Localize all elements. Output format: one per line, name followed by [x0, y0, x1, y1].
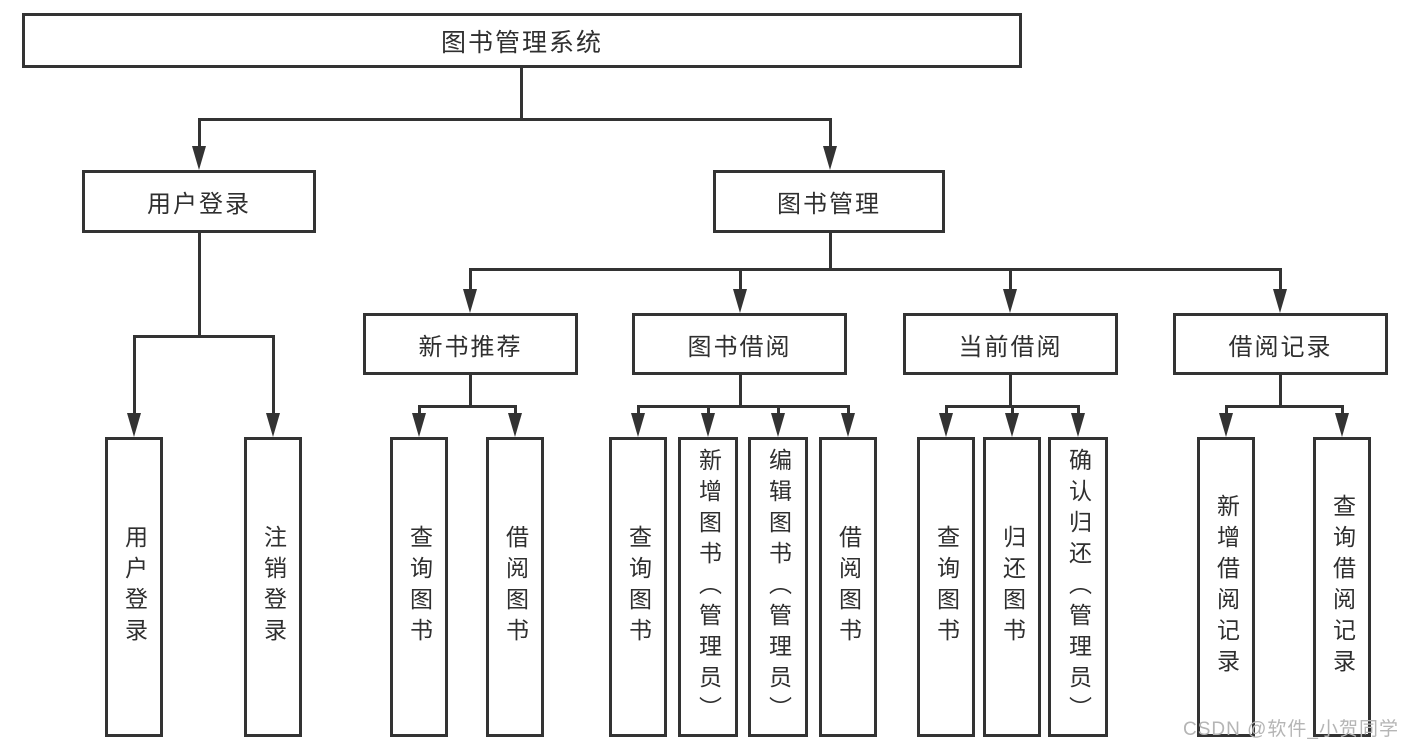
- node-new-book-recommend: 新书推荐: [363, 313, 578, 375]
- leaf-add-borrow-record: 新增借阅记录: [1197, 437, 1255, 737]
- arrowhead-icon: [771, 413, 785, 437]
- leaf-borrow-books: 借阅图书: [819, 437, 877, 737]
- leaf-label: 查询图书: [625, 525, 652, 649]
- leaf-query-borrow-record: 查询借阅记录: [1313, 437, 1371, 737]
- arrowhead-icon: [841, 413, 855, 437]
- leaf-label: 注销登录: [260, 525, 287, 649]
- node-user-login-label: 用户登录: [147, 191, 251, 218]
- connector-records-stem: [1279, 375, 1282, 408]
- node-book-management: 图书管理: [713, 170, 945, 233]
- arrowhead-icon: [127, 413, 141, 437]
- arrowhead-icon: [1005, 413, 1019, 437]
- arrowhead-icon: [508, 413, 522, 437]
- leaf-logout: 注销登录: [244, 437, 302, 737]
- node-root: 图书管理系统: [22, 13, 1022, 68]
- connector-current-stem: [1009, 375, 1012, 408]
- leaf-current-query-books: 查询图书: [917, 437, 975, 737]
- watermark: CSDN @软件_小贺同学: [1183, 719, 1399, 740]
- connector-drop-current: [1009, 268, 1012, 292]
- connector-recommend-rail: [418, 405, 517, 408]
- connector-borrow-stem: [739, 375, 742, 408]
- arrowhead-icon: [266, 413, 280, 437]
- arrowhead-icon: [412, 413, 426, 437]
- leaf-label: 新增借阅记录: [1213, 494, 1240, 680]
- connector-management-rail: [469, 268, 1282, 271]
- arrowhead-icon: [1273, 289, 1287, 313]
- leaf-label: 查询图书: [933, 525, 960, 649]
- leaf-edit-book-admin: 编辑图书（管理员）: [748, 437, 808, 737]
- leaf-add-book-admin: 新增图书（管理员）: [678, 437, 738, 737]
- connector-drop-leaf: [847, 405, 850, 415]
- arrowhead-icon: [733, 289, 747, 313]
- node-book-borrow: 图书借阅: [632, 313, 847, 375]
- connector-drop-leaf: [1341, 405, 1344, 415]
- connector-root-rail: [198, 118, 831, 121]
- connector-records-rail: [1225, 405, 1344, 408]
- arrowhead-icon: [631, 413, 645, 437]
- leaf-label: 借阅图书: [502, 525, 529, 649]
- arrowhead-icon: [823, 146, 837, 170]
- node-current-borrow: 当前借阅: [903, 313, 1118, 375]
- connector-drop-recommend: [469, 268, 472, 292]
- leaf-label: 归还图书: [999, 525, 1026, 649]
- arrowhead-icon: [1071, 413, 1085, 437]
- connector-drop-leaf: [777, 405, 780, 415]
- connector-root-stem: [520, 68, 523, 120]
- node-book-management-label: 图书管理: [777, 191, 881, 218]
- connector-login-stem: [198, 233, 201, 337]
- node-new-book-recommend-label: 新书推荐: [418, 333, 523, 361]
- connector-recommend-stem: [469, 375, 472, 408]
- connector-drop-borrow: [739, 268, 742, 292]
- arrowhead-icon: [1335, 413, 1349, 437]
- connector-drop-leaf: [637, 405, 640, 415]
- connector-drop-login: [198, 118, 201, 148]
- node-borrow-records-label: 借阅记录: [1228, 333, 1333, 361]
- leaf-confirm-return-admin: 确认归还（管理员）: [1048, 437, 1108, 737]
- leaf-label: 借阅图书: [835, 525, 862, 649]
- connector-drop-management: [829, 118, 832, 148]
- connector-drop-records: [1279, 268, 1282, 292]
- leaf-user-login: 用户登录: [105, 437, 163, 737]
- leaf-borrow-query-books: 查询图书: [609, 437, 667, 737]
- connector-management-stem: [829, 233, 832, 271]
- node-book-borrow-label: 图书借阅: [687, 333, 792, 361]
- node-borrow-records: 借阅记录: [1173, 313, 1388, 375]
- connector-drop-leaf: [514, 405, 517, 415]
- arrowhead-icon: [463, 289, 477, 313]
- leaf-label: 新增图书（管理员）: [695, 447, 722, 727]
- leaf-label: 查询图书: [406, 525, 433, 649]
- connector-borrow-rail: [637, 405, 850, 408]
- connector-drop-leaf: [1225, 405, 1228, 415]
- node-root-label: 图书管理系统: [440, 28, 603, 57]
- connector-drop-leaf: [707, 405, 710, 415]
- node-current-borrow-label: 当前借阅: [958, 333, 1063, 361]
- connector-drop-leaf: [133, 335, 136, 415]
- connector-drop-leaf: [1011, 405, 1014, 415]
- arrowhead-icon: [1003, 289, 1017, 313]
- leaf-label: 用户登录: [121, 525, 148, 649]
- connector-login-rail: [133, 335, 275, 338]
- node-user-login: 用户登录: [82, 170, 316, 233]
- leaf-recommend-query-books: 查询图书: [390, 437, 448, 737]
- leaf-return-book: 归还图书: [983, 437, 1041, 737]
- leaf-label: 查询借阅记录: [1329, 494, 1356, 680]
- arrowhead-icon: [701, 413, 715, 437]
- connector-drop-leaf: [418, 405, 421, 415]
- arrowhead-icon: [939, 413, 953, 437]
- connector-drop-leaf: [945, 405, 948, 415]
- leaf-label: 编辑图书（管理员）: [765, 447, 792, 727]
- arrowhead-icon: [192, 146, 206, 170]
- leaf-label: 确认归还（管理员）: [1065, 447, 1092, 727]
- connector-drop-leaf: [1077, 405, 1080, 415]
- leaf-recommend-borrow-books: 借阅图书: [486, 437, 544, 737]
- arrowhead-icon: [1219, 413, 1233, 437]
- connector-drop-leaf: [272, 335, 275, 415]
